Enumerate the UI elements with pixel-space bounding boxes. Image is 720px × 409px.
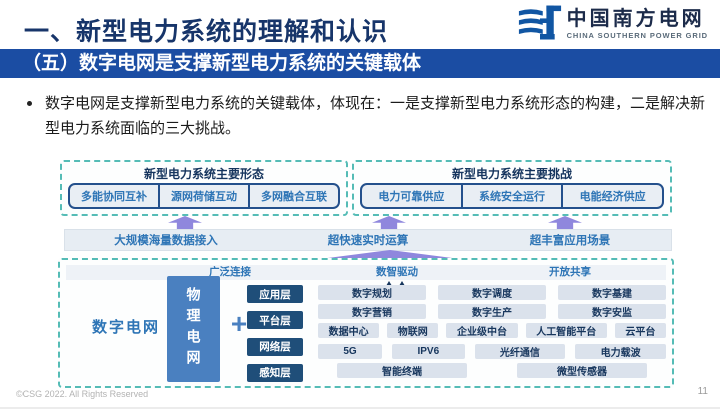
layer-box: 应用层 bbox=[247, 285, 303, 303]
network-row: 5G IPV6 光纤通信电力载波 bbox=[318, 344, 667, 359]
challenges-title: 新型电力系统主要挑战 bbox=[451, 167, 572, 181]
application-chip: 数字基建 bbox=[558, 285, 666, 300]
page-title: 一、新型电力系统的理解和认识 bbox=[24, 18, 389, 46]
network-chip: 5G bbox=[318, 344, 383, 359]
forms-items: 多能协同互补源网荷储互动多网融合互联 bbox=[68, 183, 340, 209]
forms-title: 新型电力系统主要形态 bbox=[143, 167, 264, 181]
platform-chip: 企业级中台 bbox=[446, 323, 518, 338]
challenges-items: 电力可靠供应 系统安全运行电能经济供应 bbox=[360, 183, 664, 209]
digital-grid-label: 数字电网 bbox=[92, 319, 161, 336]
plus-icon: + bbox=[230, 308, 248, 339]
capability-item: 超快速实时运算 bbox=[327, 235, 409, 247]
wide-up-arrow-icon bbox=[312, 250, 468, 260]
logo-tagline: CHINA SOUTHERN POWER GRID bbox=[566, 30, 708, 40]
application-chip: 数字营销 bbox=[318, 304, 426, 319]
page-number: 11 bbox=[697, 386, 708, 397]
application-row-2: 数字营销数字生产数字安监 bbox=[318, 304, 666, 319]
bullet-icon bbox=[27, 101, 32, 106]
up-arrow-icon bbox=[548, 216, 582, 229]
digital-grid-platform-box: 广泛连接 数智驱动 开放共享 数字电网 物理电网 + 应用层平台层网络层感知层 … bbox=[58, 258, 674, 388]
capability-item: 超丰富应用场景 bbox=[529, 235, 611, 247]
platform-chip: 人工智能平台 bbox=[525, 323, 607, 338]
platform-chip: 数据中心 bbox=[318, 323, 380, 338]
challenge-item: 系统安全运行 bbox=[460, 185, 562, 207]
header-digital-intelligence: 数智驱动 bbox=[376, 266, 418, 278]
layer-box: 网络层 bbox=[247, 337, 303, 356]
csg-logo-text: 中国南方电网 CHINA SOUTHERN POWER GRID bbox=[567, 7, 708, 40]
capability-item: 大规模海量数据接入 bbox=[114, 235, 218, 247]
form-item: 多能协同互补 bbox=[81, 191, 147, 203]
challenges-box: 新型电力系统主要挑战 电力可靠供应 系统安全运行电能经济供应 bbox=[352, 160, 672, 216]
up-arrow-icon bbox=[168, 216, 202, 229]
sensing-row: 智能终端 微型传感器 bbox=[318, 363, 666, 378]
layer-stack: 应用层平台层网络层感知层 bbox=[247, 285, 303, 382]
platform-row: 数据中心物联网企业级中台人工智能平台云平台 bbox=[318, 323, 667, 338]
logo-name: 中国南方电网 bbox=[566, 7, 705, 30]
challenge-item: 电能经济供应 bbox=[561, 185, 662, 207]
forms-box: 新型电力系统主要形态 多能协同互补源网荷储互动多网融合互联 bbox=[60, 160, 348, 216]
small-up-arrow-icon bbox=[386, 281, 392, 286]
section-subtitle-band: （五）数字电网是支撑新型电力系统的关键载体 bbox=[0, 49, 720, 78]
csg-logo: 中国南方电网 CHINA SOUTHERN POWER GRID bbox=[518, 5, 708, 41]
application-chip: 数字调度 bbox=[438, 285, 546, 300]
platform-chip: 物联网 bbox=[387, 323, 439, 338]
network-chip: 光纤通信 bbox=[474, 344, 566, 359]
application-chip: 数字生产 bbox=[438, 304, 546, 319]
challenge-item: 电力可靠供应 bbox=[378, 191, 445, 203]
application-chip: 数字规划 bbox=[318, 285, 426, 300]
header-open-sharing: 开放共享 bbox=[549, 266, 591, 278]
up-arrow-icon bbox=[372, 216, 406, 229]
body-text: 数字电网是支撑新型电力系统的关键载体，体现在：一是支撑新型电力系统形态的构建，二… bbox=[45, 95, 706, 137]
small-up-arrow-icon bbox=[399, 281, 405, 286]
copyright-text: ©CSG 2022. All Rights Reserved bbox=[16, 389, 149, 399]
form-item: 多网融合互联 bbox=[248, 185, 338, 207]
sensing-chip: 智能终端 bbox=[337, 363, 467, 378]
form-item: 源网荷储互动 bbox=[158, 185, 248, 207]
application-chip: 数字安监 bbox=[558, 304, 666, 319]
platform-chip: 云平台 bbox=[614, 323, 667, 338]
sensing-chip: 微型传感器 bbox=[517, 363, 647, 378]
layer-box: 平台层 bbox=[247, 311, 303, 330]
network-chip: 电力载波 bbox=[575, 344, 667, 359]
header-broad-connection: 广泛连接 bbox=[209, 266, 251, 278]
network-chip: IPV6 bbox=[392, 344, 465, 359]
csg-logo-icon bbox=[518, 5, 561, 40]
capability-bar: 大规模海量数据接入 超快速实时运算 超丰富应用场景 bbox=[64, 229, 672, 251]
application-row-1: 数字规划数字调度数字基建 bbox=[318, 285, 666, 300]
physical-grid-box: 物理电网 bbox=[167, 276, 220, 382]
layer-box: 感知层 bbox=[247, 363, 303, 382]
